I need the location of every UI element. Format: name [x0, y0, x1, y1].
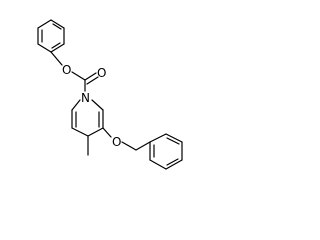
benzyl-ring: [149, 133, 183, 170]
bond: [165, 159, 183, 170]
bond: [37, 19, 52, 29]
bond-o-c: [71, 71, 86, 81]
bond: [91, 99, 104, 111]
bond: [71, 99, 81, 111]
bond-c-o-double-2: [86, 76, 99, 85]
bond-ch2-ring: [135, 141, 151, 151]
bond: [50, 19, 65, 29]
bond-c-o-double-1: [84, 72, 97, 81]
atom-n: N: [81, 91, 90, 105]
atom-o-ester: O: [62, 63, 71, 77]
double-bond-inner: [166, 137, 180, 145]
double-bond-inner: [166, 158, 179, 166]
atom-o-ether: O: [112, 135, 121, 149]
bond: [71, 127, 89, 137]
bond: [149, 133, 167, 143]
bond-c-o-ether: [102, 127, 112, 138]
phenyl-ring: [37, 19, 65, 53]
double-bond-inner: [51, 42, 61, 49]
bond: [165, 133, 183, 143]
bond: [37, 43, 52, 53]
atom-o-carbonyl: O: [97, 66, 106, 80]
bond: [50, 43, 65, 53]
dihydropyridine-ring: [71, 99, 104, 137]
bond-phenyl-o: [50, 51, 63, 66]
double-bond-inner: [52, 23, 62, 30]
bond-o-ch2: [121, 141, 137, 151]
bond: [87, 127, 104, 137]
molecule-diagram: O O N O: [0, 0, 220, 228]
bond: [149, 159, 167, 170]
background: [0, 0, 220, 228]
structure-canvas: O O N O: [0, 0, 220, 228]
